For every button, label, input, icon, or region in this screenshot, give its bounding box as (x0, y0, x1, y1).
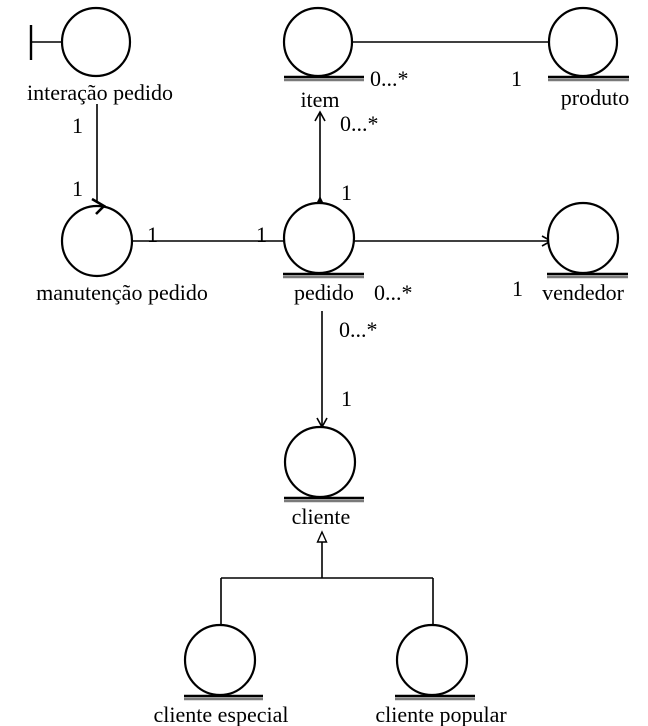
mult-pedido-vendedor-from: 0...* (374, 280, 413, 305)
mult-interacao-from: 1 (72, 113, 83, 138)
generalization-tree (220, 530, 434, 625)
entity-icon (183, 623, 257, 697)
mult-pedido-vendedor-to: 1 (512, 276, 523, 301)
control-manutencao-pedido[interactable]: manutenção pedido (36, 197, 208, 305)
label-pedido: pedido (294, 280, 354, 305)
generalization-arrow-icon (316, 530, 328, 543)
mult-item-produto-from: 0...* (370, 66, 409, 91)
label-cliente-especial: cliente especial (154, 702, 289, 726)
entity-vendedor[interactable]: vendedor (542, 201, 628, 305)
entity-icon (395, 623, 469, 697)
label-interacao-pedido: interação pedido (27, 80, 173, 105)
mult-pedido-cliente-to: 1 (341, 386, 352, 411)
label-produto: produto (561, 85, 629, 110)
control-icon (60, 204, 134, 278)
entity-icon (546, 201, 620, 275)
mult-interacao-to: 1 (72, 176, 83, 201)
control-arrow-icon (91, 197, 107, 215)
entity-pedido[interactable]: pedido (282, 201, 364, 305)
label-item: item (300, 87, 339, 112)
boundary-icon (60, 6, 132, 78)
mult-manutencao-to: 1 (256, 222, 267, 247)
entity-produto[interactable]: produto (547, 6, 629, 110)
label-vendedor: vendedor (542, 280, 625, 305)
boundary-interacao-pedido[interactable]: interação pedido (27, 6, 173, 105)
entity-icon (283, 425, 357, 499)
mult-pedido-item-to: 0...* (340, 111, 379, 136)
label-cliente: cliente (292, 504, 351, 529)
mult-pedido-cliente-from: 0...* (339, 317, 378, 342)
entity-icon (547, 6, 619, 78)
label-cliente-popular: cliente popular (375, 702, 507, 726)
entity-cliente-popular[interactable]: cliente popular (375, 623, 507, 726)
entity-cliente-especial[interactable]: cliente especial (154, 623, 289, 726)
mult-pedido-item-from: 1 (341, 180, 352, 205)
mult-item-produto-to: 1 (511, 66, 522, 91)
entity-item[interactable]: item (282, 6, 364, 112)
entity-cliente[interactable]: cliente (283, 425, 364, 529)
mult-manutencao-from: 1 (147, 222, 158, 247)
entity-icon (282, 6, 354, 78)
entity-icon (282, 201, 356, 275)
label-manutencao-pedido: manutenção pedido (36, 280, 208, 305)
